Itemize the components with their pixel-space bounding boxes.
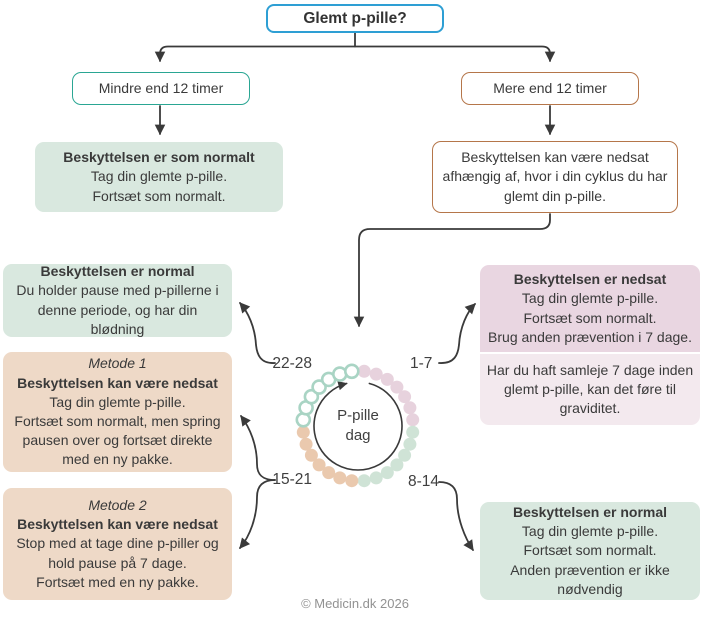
branch-under-12-label: Mindre end 12 timer [98, 79, 224, 96]
cycle-day-dot [380, 372, 394, 386]
outcome-22-28-title: Beskyttelsen er normal [40, 263, 195, 280]
cycle-center-label: P-pille dag [304, 404, 412, 448]
outcome-1-7-main: Beskyttelsen er nedsat Tag din glemte p-… [480, 265, 700, 352]
cycle-day-dot [390, 458, 404, 472]
outcome-metode1-method: Metode 1 [88, 355, 147, 372]
cycle-day-dot [320, 371, 337, 388]
arrow-to-branch-over12 [354, 45, 556, 63]
title-box: Glemt p-pille? [266, 4, 444, 33]
outcome-1-7-line1: Tag din glemte p-pille. [521, 290, 659, 307]
outcome-8-14-line1: Tag din glemte p-pille. [521, 523, 659, 540]
arrow-to-branch-under12 [154, 45, 356, 63]
cycle-day-dot [304, 448, 318, 462]
cycle-center-line2: dag [345, 427, 371, 444]
cycle-day-dot [345, 474, 359, 488]
outcome-22-28-box: Beskyttelsen er normal Du holder pause m… [3, 263, 232, 337]
result-over-12-box: Beskyttelsen kan være nedsat afhængig af… [432, 141, 678, 213]
result-over-12-line2: afhængig af, hvor i din cyklus du har [442, 168, 668, 185]
cycle-day-dot [311, 379, 327, 395]
cycle-day-dot [303, 388, 320, 405]
cycle-day-dot [390, 380, 404, 394]
cycle-day-dot [343, 363, 360, 380]
cycle-day-dot [369, 367, 383, 381]
page-title: Glemt p-pille? [303, 9, 407, 27]
result-over-12-line1: Beskyttelsen kan være nedsat [461, 149, 649, 166]
outcome-22-28-body: Du holder pause med p-pillerne i denne p… [16, 282, 219, 337]
outcome-metode2-line1: Stop med at tage dine p-piller og hold p… [16, 535, 219, 571]
arrow-to-outcome-metode2 [239, 479, 276, 549]
outcome-metode1-line1: Tag din glemte p-pille. [49, 393, 186, 410]
cycle-day-dot [331, 366, 348, 382]
result-over-12-line3: glemt din p-pille. [504, 187, 606, 204]
cycle-day-dot [369, 471, 383, 485]
outcome-8-14-line2: Fortsæt som normalt. [523, 542, 657, 559]
branch-over-12-label: Mere end 12 timer [493, 79, 607, 96]
outcome-metode1-box: Metode 1 Beskyttelsen kan være nedsat Ta… [3, 352, 232, 472]
cycle-label-22-28: 22-28 [272, 355, 312, 372]
cycle-day-dot [322, 466, 336, 480]
result-under-12-box: Beskyttelsen er som normalt Tag din glem… [35, 142, 283, 212]
result-under-12-line1: Tag din glemte p-pille. [90, 168, 228, 185]
cycle-label-8-14: 8-14 [408, 473, 440, 490]
branch-over-12-box: Mere end 12 timer [461, 72, 639, 105]
cycle-center-line1: P-pille [337, 406, 379, 424]
outcome-metode1-title: Beskyttelsen kan være nedsat [17, 374, 218, 391]
result-under-12-line2: Fortsæt som normalt. [92, 187, 226, 204]
cycle-day-dot [380, 466, 394, 480]
cycle-day-dot [398, 390, 412, 404]
outcome-1-7-line3: Brug anden prævention i 7 dage. [488, 328, 692, 345]
outcome-metode1-line2: Fortsæt som normalt, men spring pausen o… [14, 413, 221, 468]
outcome-1-7-note-text: Har du haft samleje 7 dage inden glemt p… [486, 361, 694, 417]
outcome-1-7-note: Har du haft samleje 7 dage inden glemt p… [480, 354, 700, 425]
cycle-day-dot [357, 364, 371, 378]
arrow-to-outcome-8-14 [438, 481, 474, 551]
cycle-day-dot [398, 448, 412, 462]
outcome-8-14-line3: Anden prævention er ikke nødvendig [510, 561, 670, 597]
outcome-1-7-line2: Fortsæt som normalt. [523, 309, 657, 326]
outcome-1-7-title: Beskyttelsen er nedsat [513, 271, 667, 288]
cycle-label-1-7: 1-7 [410, 355, 433, 372]
cycle-label-15-21: 15-21 [272, 471, 312, 488]
outcome-metode2-method: Metode 2 [88, 497, 147, 514]
cycle-day-dot [312, 458, 326, 472]
result-under-12-title: Beskyttelsen er som normalt [63, 149, 255, 166]
cycle-day-dot [357, 474, 371, 488]
outcome-metode2-box: Metode 2 Beskyttelsen kan være nedsat St… [3, 488, 232, 600]
cycle-day-dot [333, 471, 347, 485]
branch-under-12-box: Mindre end 12 timer [72, 72, 250, 105]
outcome-8-14-title: Beskyttelsen er normal [512, 504, 668, 521]
outcome-metode2-title: Beskyttelsen kan være nedsat [17, 516, 218, 533]
outcome-metode2-line2: Fortsæt med en ny pakke. [36, 573, 199, 590]
footer-credit: © Medicin.dk 2026 [301, 596, 409, 611]
outcome-8-14-box: Beskyttelsen er normal Tag din glemte p-… [480, 502, 700, 600]
